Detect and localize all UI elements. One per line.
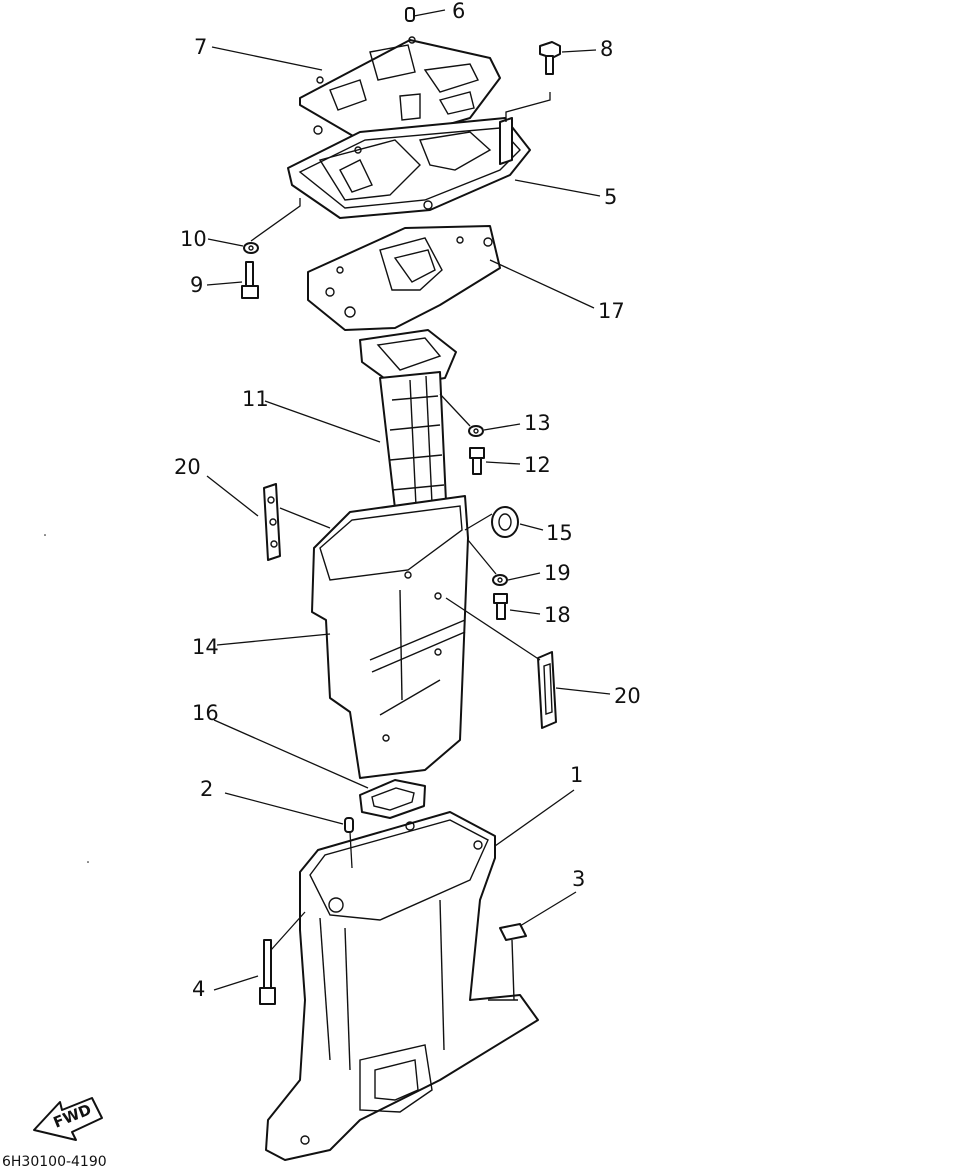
forward-arrow-icon: FWD: [33, 1097, 103, 1141]
callout-3: 3: [572, 867, 585, 891]
seal-part-16: [359, 779, 426, 819]
bolt-part-18: [493, 593, 508, 620]
washer-part-13: [468, 425, 484, 437]
callout-7: 7: [194, 35, 207, 59]
callout-14: 14: [192, 635, 219, 659]
bolt-part-8: [539, 41, 561, 75]
callout-15: 15: [546, 521, 573, 545]
gasket-part-17: [307, 225, 501, 331]
callout-9: 9: [190, 273, 203, 297]
callout-6: 6: [452, 0, 465, 23]
callout-1: 1: [570, 763, 583, 787]
bolt-part-9: [241, 261, 259, 299]
callout-20-left: 20: [174, 455, 201, 479]
stray-dot: [87, 861, 89, 863]
callout-17: 17: [598, 299, 625, 323]
exhaust-guide-part-5: [287, 117, 531, 219]
damper-part-20-right: [537, 651, 557, 729]
callout-2: 2: [200, 777, 213, 801]
washer-part-10: [243, 242, 259, 254]
callout-13: 13: [524, 411, 551, 435]
grommet-part-15: [491, 506, 519, 538]
callout-8: 8: [600, 37, 613, 61]
dowel-pin-part-2: [344, 817, 354, 833]
gasket-part-7: [299, 36, 501, 141]
lower-casing-part-1: [265, 811, 539, 1161]
callout-5: 5: [604, 185, 617, 209]
upper-casing-part-14: [311, 495, 469, 779]
clip-part-3: [499, 923, 527, 1001]
callout-18: 18: [544, 603, 571, 627]
washer-part-19: [492, 574, 508, 586]
callout-19: 19: [544, 561, 571, 585]
callout-11: 11: [242, 387, 269, 411]
figure-code: 6H30100-4190: [2, 1154, 107, 1170]
stray-dot: [44, 534, 46, 536]
bolt-part-4: [259, 939, 276, 1005]
callout-16: 16: [192, 701, 219, 725]
callout-10: 10: [180, 227, 207, 251]
bolt-part-12: [469, 447, 485, 475]
dowel-pin-part-6: [405, 7, 415, 22]
callout-labels: 6 7 8 5 10 9 17 11 13 12 20 15 19 18 14 …: [174, 0, 641, 1001]
damper-part-20-left: [263, 483, 281, 561]
leader-lines: [206, 9, 611, 991]
callout-20-right: 20: [614, 684, 641, 708]
callout-4: 4: [192, 977, 205, 1001]
callout-12: 12: [524, 453, 551, 477]
